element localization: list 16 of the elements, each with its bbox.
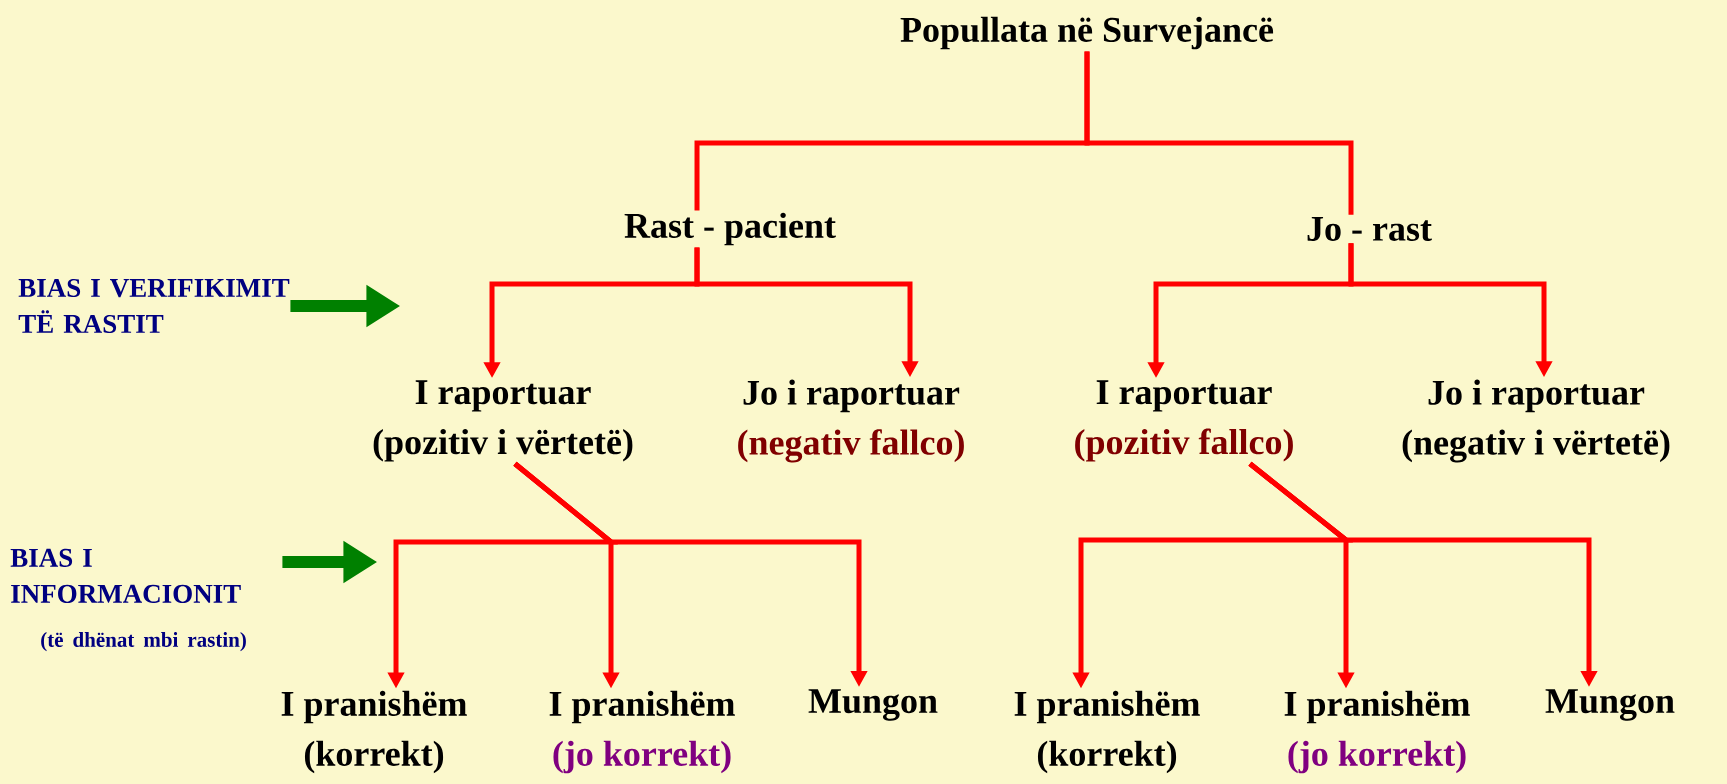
bias-label: BIAS I VERIFIKIMIT TË RASTIT (18, 278, 290, 334)
tree-label: I raportuar (pozitiv fallco) (1075, 380, 1293, 462)
tree-label: Rast - pacient (624, 212, 836, 246)
tree-label: I pranishëm (jo korrekt) (1284, 690, 1470, 774)
connector-line (1084, 51, 1354, 215)
tree-label: I raportuar (pozitiv i vërtetë) (373, 380, 633, 462)
tree-label: Popullata në Survejancë (900, 16, 1274, 50)
tree-label: Jo - rast (1307, 217, 1432, 241)
bias-label: BIAS I INFORMACIONIT (të dhënat mbi rastin) (10, 548, 246, 652)
tree-label: I pranishëm (korrekt) (281, 690, 467, 774)
tree-label: Mungon (808, 689, 938, 721)
tree-label: I pranishëm (jo korrekt) (549, 690, 735, 774)
tree-label: I pranishëm (korrekt) (1014, 690, 1200, 774)
tree-label: Mungon (1545, 689, 1675, 721)
tree-label: Jo i raportuar (negativ i vërtetë) (1402, 379, 1670, 463)
tree-label: Jo i raportuar (negativ fallco) (738, 379, 964, 463)
